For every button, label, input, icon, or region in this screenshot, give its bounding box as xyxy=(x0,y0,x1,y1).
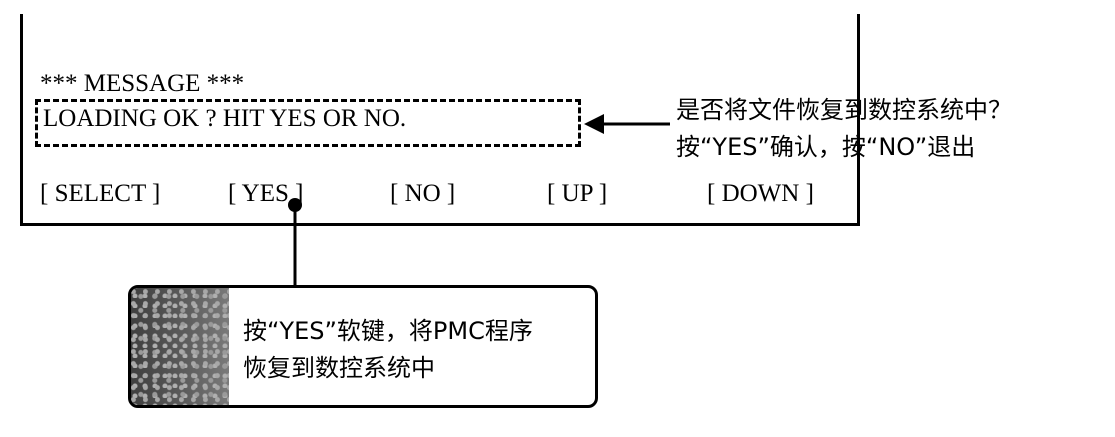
screen-frame-bottom xyxy=(20,223,860,226)
right-annotation-line1: 是否将文件恢复到数控系统中？ xyxy=(676,96,1012,124)
message-header: *** MESSAGE *** xyxy=(40,70,245,97)
callout-line2: 恢复到数控系统中 xyxy=(243,354,435,382)
no-softkey[interactable]: [ NO ] xyxy=(390,180,456,207)
screen-frame-right xyxy=(857,14,860,226)
prompt-box xyxy=(35,99,581,147)
callout-leader-dot xyxy=(288,198,302,212)
prompt-text: LOADING OK ? HIT YES OR NO. xyxy=(43,105,407,132)
up-softkey[interactable]: [ UP ] xyxy=(547,180,608,207)
screen-frame-left xyxy=(20,14,23,226)
callout-box xyxy=(128,285,598,408)
callout-texture xyxy=(131,288,229,405)
callout-line1: 按“YES”软键，将PMC程序 xyxy=(243,317,533,345)
select-softkey[interactable]: [ SELECT ] xyxy=(40,180,161,207)
right-annotation-line2: 按“YES”确认，按“NO”退出 xyxy=(676,133,976,161)
right-pointer-arrowhead xyxy=(584,114,604,134)
down-softkey[interactable]: [ DOWN ] xyxy=(707,180,814,207)
